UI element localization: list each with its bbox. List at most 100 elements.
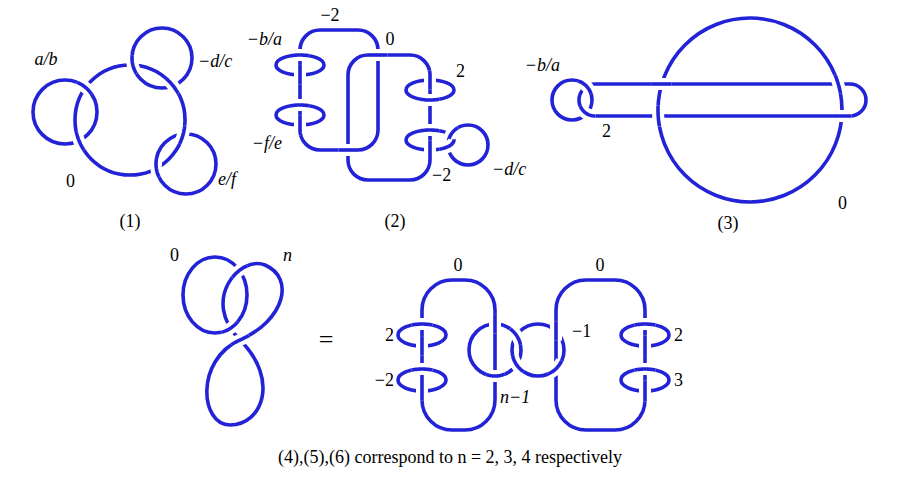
crossing-strand bbox=[420, 381, 424, 400]
crossing-gap bbox=[368, 49, 387, 61]
crossing-gap bbox=[416, 381, 428, 400]
link-component bbox=[183, 257, 247, 333]
crossing-gap bbox=[339, 144, 358, 156]
over-crossing bbox=[556, 321, 557, 340]
link-component bbox=[348, 55, 430, 180]
crossing-strand bbox=[180, 125, 185, 144]
over-crossing bbox=[486, 374, 505, 376]
diagram-label: −2 bbox=[320, 6, 339, 25]
crossing-gap bbox=[639, 381, 651, 402]
crossing-gap bbox=[232, 336, 249, 345]
crossing-gap bbox=[658, 106, 659, 127]
crossing-strand bbox=[420, 97, 439, 102]
crossing-gap bbox=[412, 369, 433, 370]
crossing-strand bbox=[232, 336, 249, 345]
over-crossing bbox=[495, 314, 496, 333]
crossing-strand bbox=[486, 374, 505, 376]
crossing-gap bbox=[420, 93, 439, 106]
crossing-gap bbox=[290, 49, 309, 62]
crossing-gap bbox=[832, 110, 851, 122]
crossing-strand bbox=[132, 55, 136, 74]
crossing-gap bbox=[290, 99, 309, 112]
over-crossing bbox=[439, 139, 454, 149]
over-crossing bbox=[578, 81, 591, 94]
crossing-gap bbox=[550, 321, 562, 340]
diagram-label: −2 bbox=[432, 166, 451, 185]
link-component bbox=[556, 280, 645, 430]
crossing-strand bbox=[298, 65, 302, 84]
over-crossing bbox=[77, 82, 92, 94]
crossing-strand bbox=[428, 141, 432, 160]
crossing-gap bbox=[166, 78, 178, 93]
crossing-gap bbox=[635, 369, 656, 370]
crossing-gap bbox=[221, 322, 237, 332]
over-crossing bbox=[635, 324, 656, 325]
crossing-strand bbox=[652, 82, 671, 86]
crossing-gap bbox=[578, 81, 591, 94]
over-crossing bbox=[645, 336, 646, 355]
diagram-label: 2 bbox=[456, 62, 465, 81]
link-component bbox=[422, 280, 495, 430]
diagram-label: a/b bbox=[34, 50, 57, 69]
over-crossing bbox=[422, 336, 423, 355]
diagram-label: −f/e bbox=[252, 134, 282, 153]
diagram-label: n bbox=[283, 246, 292, 265]
diagram-label: (1) bbox=[120, 212, 141, 231]
diagram-label: n−1 bbox=[500, 388, 530, 407]
over-crossing bbox=[580, 106, 595, 116]
crossing-strand bbox=[368, 53, 387, 57]
link-component bbox=[658, 18, 842, 202]
diagram-label: 3 bbox=[674, 371, 683, 390]
diagram-label: (3) bbox=[718, 214, 739, 233]
over-crossings bbox=[76, 55, 851, 401]
crossing-strand bbox=[156, 158, 159, 177]
link-component bbox=[33, 80, 97, 144]
crossing-gap bbox=[439, 139, 454, 149]
crossing-strand bbox=[439, 139, 454, 149]
diagram-label: 2 bbox=[674, 326, 683, 345]
crossing-strand bbox=[232, 266, 247, 278]
diagram-label: −d/c bbox=[492, 160, 526, 179]
crossing-gap bbox=[132, 55, 136, 74]
over-crossing bbox=[510, 329, 520, 345]
crossing-strand bbox=[513, 356, 524, 372]
over-crossing bbox=[339, 150, 358, 151]
diagram-label: −b/a bbox=[525, 56, 560, 75]
diagram-label: 2 bbox=[385, 326, 394, 345]
crossing-gap bbox=[652, 78, 671, 90]
over-crossing bbox=[290, 55, 309, 57]
crossing-strand bbox=[643, 336, 647, 355]
diagram-label: (2) bbox=[385, 212, 406, 231]
crossing-gap bbox=[423, 70, 436, 89]
over-crossing bbox=[835, 75, 840, 94]
crossing-strand bbox=[339, 148, 358, 152]
over-crossing bbox=[132, 55, 136, 74]
link-component bbox=[207, 264, 282, 425]
crossing-strand bbox=[290, 53, 309, 58]
crossing-gap bbox=[416, 336, 428, 355]
crossing-gap bbox=[513, 356, 524, 372]
over-crossing bbox=[422, 381, 423, 400]
diagram-label: 0 bbox=[170, 246, 179, 265]
crossing-strand bbox=[298, 116, 302, 135]
over-crossing bbox=[232, 266, 247, 278]
crossing-gap bbox=[510, 329, 520, 345]
crossing-gap bbox=[489, 314, 501, 333]
diagram-label: 0 bbox=[66, 172, 75, 191]
crossing-gap bbox=[635, 324, 656, 325]
crossing-strand bbox=[635, 369, 656, 370]
crossing-strand bbox=[635, 324, 656, 325]
crossing-gap bbox=[420, 124, 439, 137]
link-component bbox=[75, 65, 185, 175]
over-crossing bbox=[832, 115, 851, 116]
crossing-strand bbox=[835, 75, 840, 94]
over-crossing bbox=[430, 141, 431, 160]
link-components bbox=[33, 18, 866, 430]
crossing-gap bbox=[412, 324, 433, 325]
over-crossing bbox=[420, 130, 439, 132]
crossing-gap bbox=[77, 82, 92, 94]
crossing-strand bbox=[76, 132, 83, 150]
crossing-strand bbox=[832, 114, 851, 118]
crossing-strand bbox=[412, 324, 433, 325]
